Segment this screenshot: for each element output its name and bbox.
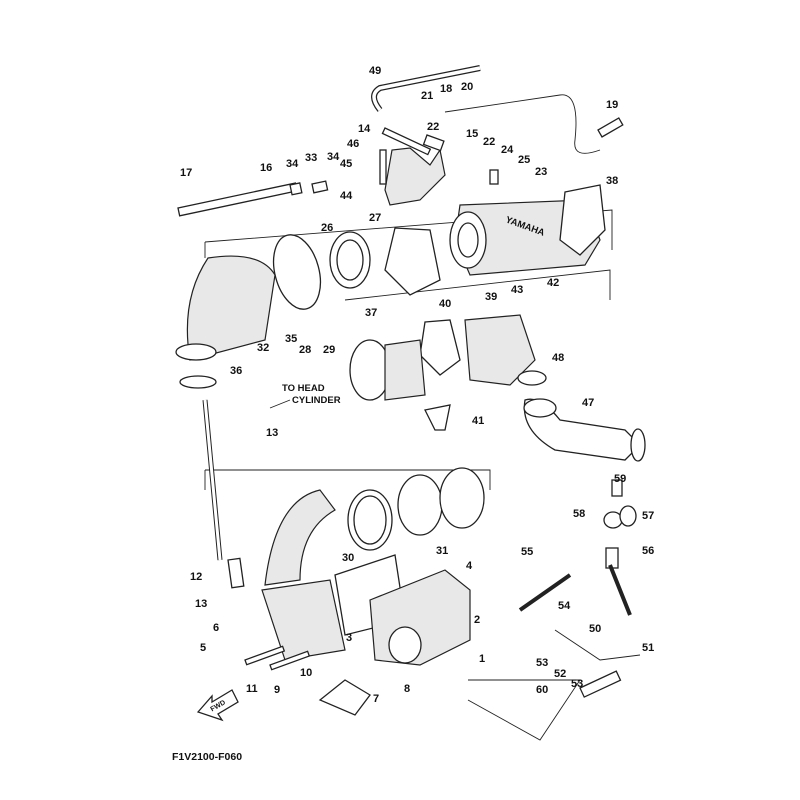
part-label-53: 53 (571, 678, 583, 690)
part-label-42: 42 (547, 277, 559, 289)
part-label-15: 15 (466, 128, 478, 140)
group-outlines (204, 209, 613, 741)
part-label-44: 44 (340, 190, 353, 202)
part-label-19: 19 (606, 99, 618, 111)
part-label-21: 21 (421, 90, 433, 102)
part-label-10: 10 (300, 667, 312, 679)
fwd-arrow-icon: FWD (196, 689, 239, 722)
part-label-26: 26 (321, 222, 333, 234)
part-label-59: 59 (614, 473, 626, 485)
part-label-38: 38 (606, 175, 618, 187)
part-label-22: 22 (427, 121, 439, 133)
part-label-23: 23 (535, 166, 547, 178)
part-label-55: 55 (521, 546, 533, 558)
note-to-head: TO HEAD (282, 383, 325, 394)
part-label-33: 33 (305, 152, 317, 164)
hoses (177, 65, 624, 589)
part-label-43: 43 (511, 284, 523, 296)
part-label-22: 22 (483, 136, 495, 148)
part-label-49: 49 (369, 65, 381, 77)
part-label-60: 60 (536, 684, 548, 696)
elbow-32 (175, 255, 276, 389)
part-label-40: 40 (439, 298, 451, 310)
part-label-47: 47 (582, 397, 594, 409)
part-label-37: 37 (365, 307, 377, 319)
lower-assembly (244, 467, 485, 716)
part-label-57: 57 (642, 510, 654, 522)
part-label-7: 7 (373, 693, 379, 705)
part-label-53: 53 (536, 657, 548, 669)
part-label-58: 58 (573, 508, 585, 520)
part-label-14: 14 (358, 123, 371, 135)
part-label-50: 50 (589, 623, 601, 635)
part-label-36: 36 (230, 365, 242, 377)
bracket-assembly (289, 127, 499, 206)
part-label-41: 41 (472, 415, 484, 427)
part-label-3: 3 (346, 632, 352, 644)
part-label-29: 29 (323, 344, 335, 356)
part-label-12: 12 (190, 571, 202, 583)
part-label-2: 2 (474, 614, 480, 626)
part-label-20: 20 (461, 81, 473, 93)
middle-parts (384, 314, 646, 462)
part-label-13: 13 (266, 427, 278, 439)
part-label-46: 46 (347, 138, 359, 150)
part-label-54: 54 (558, 600, 571, 612)
part-label-27: 27 (369, 212, 381, 224)
part-label-34: 34 (327, 151, 340, 163)
part-label-25: 25 (518, 154, 530, 166)
diagram-code: F1V2100-F060 (172, 751, 242, 763)
part-label-6: 6 (213, 622, 219, 634)
part-label-56: 56 (642, 545, 654, 557)
part-label-31: 31 (436, 545, 448, 557)
note-cylinder: CYLINDER (292, 395, 341, 406)
part-label-35: 35 (285, 333, 297, 345)
part-label-24: 24 (501, 144, 514, 156)
part-label-17: 17 (180, 167, 192, 179)
fittings (518, 479, 641, 698)
part-label-1: 1 (479, 653, 485, 665)
part-label-34: 34 (286, 158, 299, 170)
part-label-16: 16 (260, 162, 272, 174)
part-label-52: 52 (554, 668, 566, 680)
part-label-4: 4 (466, 560, 473, 572)
part-label-5: 5 (200, 642, 206, 654)
part-label-18: 18 (440, 83, 452, 95)
part-label-28: 28 (299, 344, 311, 356)
part-label-9: 9 (274, 684, 280, 696)
gaskets (272, 184, 606, 401)
part-label-13: 13 (195, 598, 207, 610)
part-label-48: 48 (552, 352, 564, 364)
part-label-45: 45 (340, 158, 352, 170)
part-label-32: 32 (257, 342, 269, 354)
part-label-11: 11 (246, 683, 258, 695)
part-label-51: 51 (642, 642, 654, 654)
part-label-8: 8 (404, 683, 410, 695)
part-label-39: 39 (485, 291, 497, 303)
part-label-30: 30 (342, 552, 354, 564)
